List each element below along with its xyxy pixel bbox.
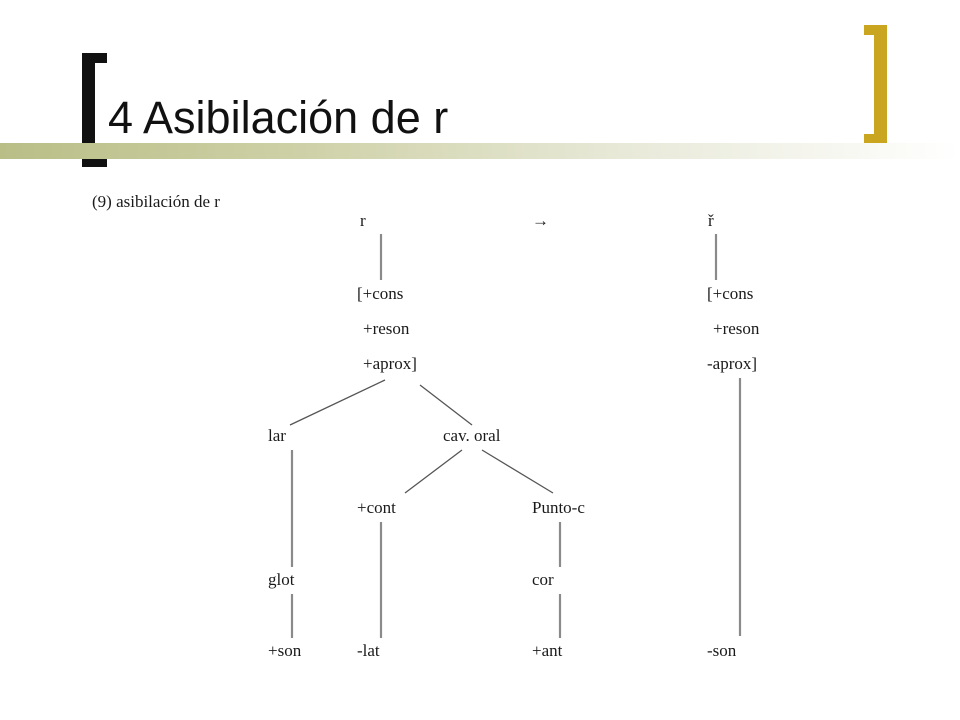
leaf-plus-son: +son <box>268 641 302 660</box>
leaf-minus-lat: -lat <box>357 641 380 660</box>
rewrite-arrow: → <box>532 211 549 230</box>
left-feature-reson: +reson <box>363 319 410 338</box>
leaf-minus-son: -son <box>707 641 737 660</box>
title-underline-band <box>0 143 960 159</box>
node-lar: lar <box>268 426 286 445</box>
leaf-plus-ant: +ant <box>532 641 563 660</box>
branch-cav-to-cont <box>404 449 463 494</box>
left-bracket-top <box>82 53 107 63</box>
node-glot: glot <box>268 570 295 589</box>
right-feature-aprox: -aprox] <box>707 354 757 373</box>
node-cont: +cont <box>357 498 396 517</box>
node-punto-c: Punto-c <box>532 498 585 517</box>
right-feature-reson: +reson <box>713 319 760 338</box>
node-cor: cor <box>532 570 554 589</box>
right-bracket-top <box>864 25 887 35</box>
figure-caption: (9) asibilación de r <box>92 192 220 211</box>
node-cav-oral: cav. oral <box>443 426 501 445</box>
right-feature-cons: [+cons <box>707 284 753 303</box>
branch-root-to-lar <box>289 379 386 426</box>
right-bracket-bottom <box>864 134 887 144</box>
slide-title: 4 Asibilación de r <box>108 92 449 143</box>
left-feature-cons: [+cons <box>357 284 403 303</box>
left-bracket-bottom <box>82 157 107 167</box>
root-segment-right: ř <box>708 211 714 230</box>
left-feature-aprox: +aprox] <box>363 354 417 373</box>
branch-root-to-cav-oral <box>419 384 473 426</box>
right-bracket-bar <box>874 25 887 144</box>
branch-cav-to-punto <box>481 449 554 494</box>
left-bracket-bar <box>82 53 95 167</box>
root-segment-left: r <box>360 211 366 230</box>
